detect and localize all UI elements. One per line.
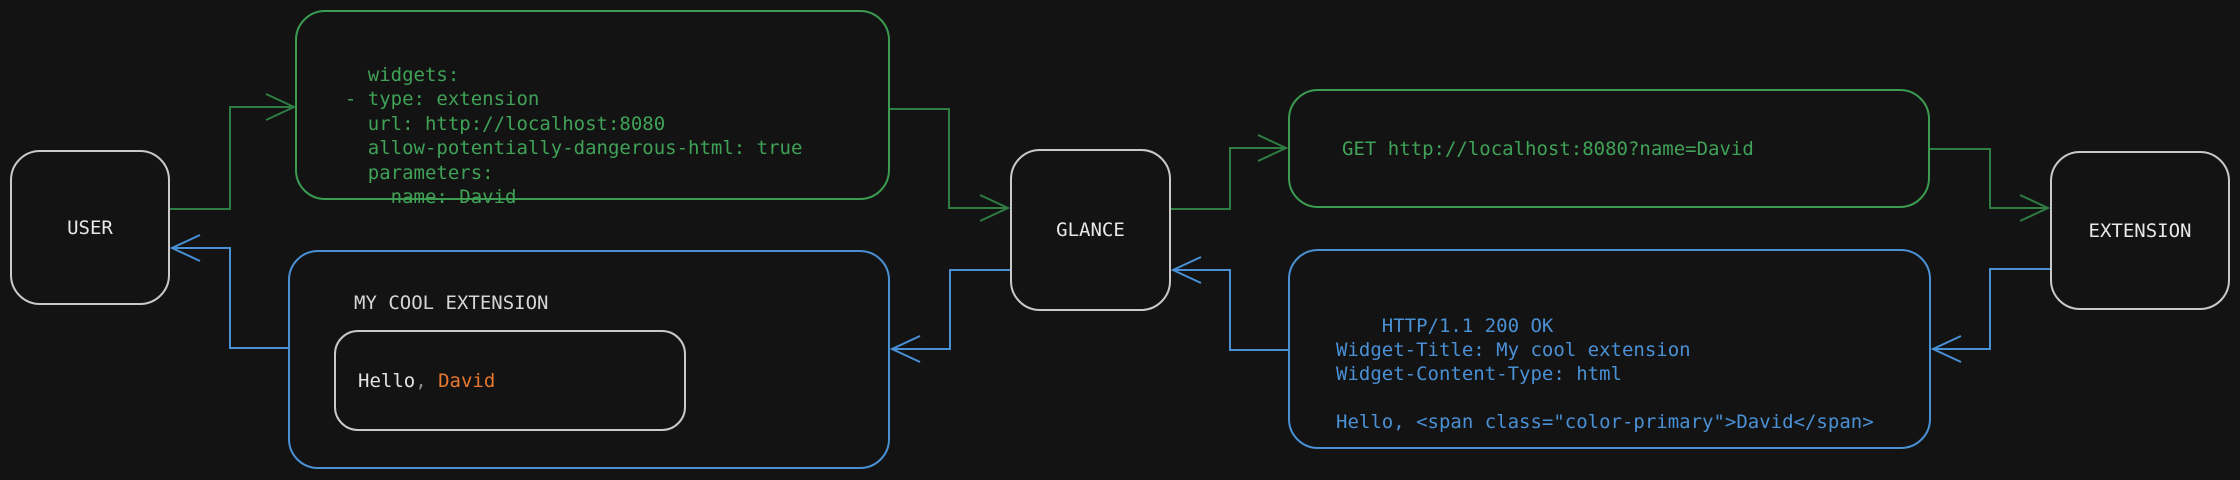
yaml-config-code: widgets: - type: extension url: http://l… — [344, 63, 803, 209]
edge-glance-to-request — [1171, 134, 1289, 210]
edge-config-to-glance — [890, 108, 1011, 222]
yaml-config-box: widgets: - type: extension url: http://l… — [295, 10, 890, 208]
http-request-code: GET http://localhost:8080?name=David — [1342, 137, 1754, 160]
http-request-box: GET http://localhost:8080?name=David — [1288, 89, 1930, 208]
node-extension-label: EXTENSION — [2088, 219, 2192, 242]
arrowhead-left-icon — [889, 335, 921, 363]
arrowhead-right-icon — [265, 93, 297, 121]
edge-widget-to-user — [169, 234, 288, 349]
arrowhead-right-icon — [2019, 194, 2051, 222]
arrowhead-right-icon — [979, 194, 1011, 222]
arrowhead-left-icon — [1930, 335, 1962, 363]
widget-greeting-box: Hello, David — [334, 330, 686, 431]
edge-user-to-config — [170, 93, 297, 210]
greeting-name: David — [426, 369, 496, 392]
edge-glance-to-widget — [889, 269, 1010, 363]
edge-extension-to-response — [1930, 268, 2050, 363]
greeting-prefix: Hello — [358, 369, 416, 392]
node-user-label: USER — [67, 216, 113, 239]
arrowhead-left-icon — [169, 234, 201, 262]
http-response-code: HTTP/1.1 200 OK Widget-Title: My cool ex… — [1336, 315, 1874, 433]
edge-response-to-glance — [1170, 256, 1288, 351]
node-extension: EXTENSION — [2050, 151, 2230, 310]
http-response-box: HTTP/1.1 200 OK Widget-Title: My cool ex… — [1288, 249, 1931, 449]
widget-title: MY COOL EXTENSION — [354, 292, 549, 314]
edge-request-to-extension — [1930, 148, 2051, 222]
node-glance: GLANCE — [1010, 149, 1171, 311]
node-user: USER — [10, 150, 170, 305]
node-glance-label: GLANCE — [1056, 219, 1125, 241]
arrowhead-left-icon — [1170, 256, 1202, 284]
widget-preview-box: MY COOL EXTENSION Hello, David — [288, 250, 890, 469]
greeting-comma: , — [415, 369, 427, 392]
arrowhead-right-icon — [1257, 134, 1289, 162]
